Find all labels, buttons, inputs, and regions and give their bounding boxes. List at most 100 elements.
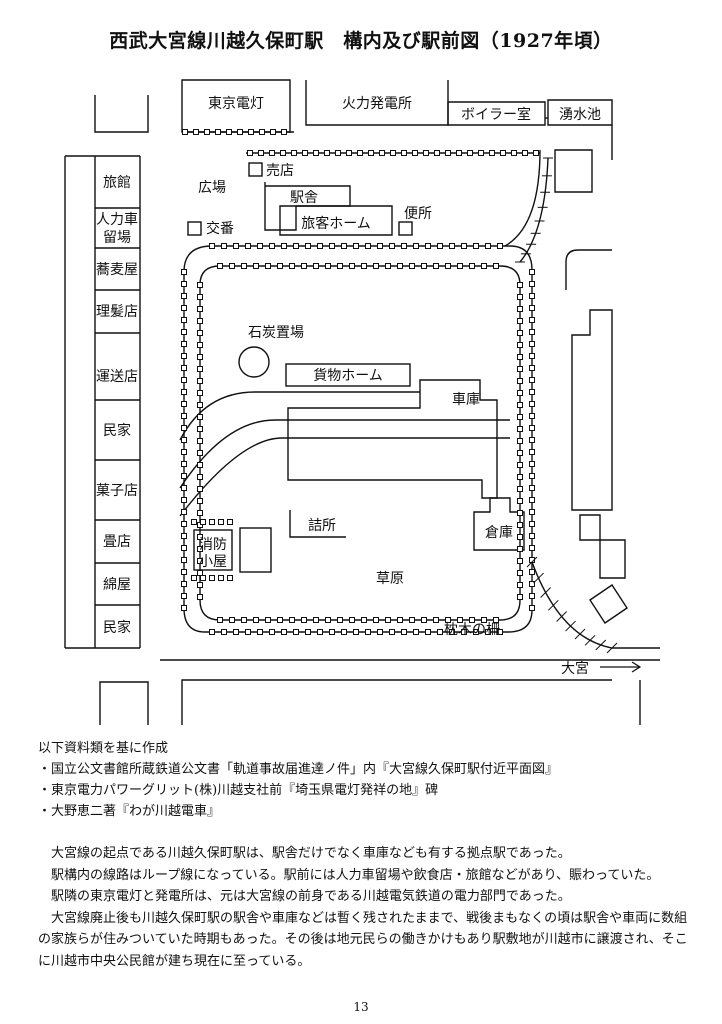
loop-track-inner — [199, 265, 521, 621]
fence-post — [301, 263, 307, 269]
track-middle — [179, 419, 510, 489]
small-building-2 — [599, 539, 626, 579]
paragraph: 駅構内の線路はループ線になっている。駅前には人力車留場や飲食店・旅館などがあり、… — [51, 867, 660, 883]
fence-post — [529, 497, 535, 503]
road-right — [565, 249, 612, 290]
fence-post — [197, 510, 203, 516]
fence-post — [257, 629, 263, 635]
fence-post — [437, 243, 443, 249]
fence-post — [478, 150, 484, 156]
label-ekisha: 駅舎 — [290, 190, 318, 206]
shop-label: 民家 — [103, 422, 131, 439]
lower-road-bottom — [181, 679, 641, 725]
fence-post — [270, 129, 276, 135]
fence-post — [341, 243, 347, 249]
curve-to-station — [504, 149, 541, 247]
fence-post — [401, 629, 407, 635]
fence-post — [291, 150, 297, 156]
fence-post — [421, 263, 427, 269]
label-soko: 倉庫 — [485, 524, 513, 541]
fence-post — [289, 617, 295, 623]
fence-post — [517, 534, 523, 540]
label-baiten: 売店 — [266, 163, 294, 179]
fence-post — [181, 305, 187, 311]
label-yusui: 湧水池 — [559, 107, 601, 123]
fence-post — [529, 509, 535, 515]
fence-post — [445, 617, 451, 623]
fence-post — [233, 629, 239, 635]
fence-post — [397, 263, 403, 269]
fence-post — [529, 521, 535, 527]
paragraph: 大宮線廃止後も川越久保町駅の駅舎や車庫などは暫く残されたままで、戦後まもなくの頃… — [38, 910, 688, 969]
fence-post — [500, 150, 506, 156]
shed-next-to-shobo — [239, 527, 272, 573]
fence-post — [181, 293, 187, 299]
fence-post — [181, 389, 187, 395]
fence-post — [529, 305, 535, 311]
fence-post — [517, 510, 523, 516]
fence-post — [517, 546, 523, 552]
label-hiroba: 広場 — [198, 180, 226, 196]
fence-post — [197, 486, 203, 492]
boiler-building — [447, 101, 546, 126]
fence-post — [517, 330, 523, 336]
fence-post — [511, 150, 517, 156]
fence-post — [237, 129, 243, 135]
ryokaku-home — [279, 205, 393, 236]
fence-post — [433, 263, 439, 269]
fence-post — [209, 629, 215, 635]
fence-post — [529, 341, 535, 347]
koban-box — [187, 221, 202, 236]
label-tsumesho: 詰所 — [308, 518, 336, 534]
fence-post — [197, 570, 203, 576]
fence-post — [517, 282, 523, 288]
label-kamotsu-home: 貨物ホーム — [313, 367, 383, 384]
fence-post — [181, 509, 187, 515]
fence-post — [481, 617, 487, 623]
fence-post — [397, 617, 403, 623]
fence-post — [248, 129, 254, 135]
fence-post — [346, 150, 352, 156]
label-koban: 交番 — [206, 220, 234, 237]
fence-post — [253, 263, 259, 269]
fence-post — [517, 558, 523, 564]
fence-post — [517, 306, 523, 312]
fence-post — [434, 150, 440, 156]
fence-post — [218, 519, 224, 525]
rail-tie — [584, 634, 596, 646]
fence-post — [281, 243, 287, 249]
label-sohara: 草原 — [376, 571, 404, 587]
fence-post — [529, 593, 535, 599]
fence-post — [529, 461, 535, 467]
fence-post — [341, 629, 347, 635]
fence-post — [280, 150, 286, 156]
fence-post — [197, 330, 203, 336]
fence-post — [197, 366, 203, 372]
fence-post — [218, 575, 224, 581]
fence-post — [193, 129, 199, 135]
paragraph: 駅隣の東京電灯と発電所は、元は大宮線の前身である川越電気鉄道の電力部門であった。 — [51, 889, 571, 904]
fence-post — [217, 263, 223, 269]
fence-post — [329, 629, 335, 635]
fence-post — [529, 353, 535, 359]
small-building-rotated — [589, 584, 628, 624]
fence-post — [197, 534, 203, 540]
fence-post — [281, 629, 287, 635]
fence-post — [335, 150, 341, 156]
fence-post — [529, 377, 535, 383]
fence-post — [293, 629, 299, 635]
fence-post — [181, 533, 187, 539]
fence-post — [529, 605, 535, 611]
fence-post — [529, 437, 535, 443]
rail-tie — [526, 556, 538, 568]
fence-post — [517, 378, 523, 384]
fence-post — [456, 150, 462, 156]
fence-post — [337, 263, 343, 269]
fence-post — [467, 150, 473, 156]
fence-post — [197, 546, 203, 552]
fence-post — [361, 617, 367, 623]
fence-post — [181, 329, 187, 335]
fence-post — [401, 243, 407, 249]
fence-post — [485, 243, 491, 249]
fence-post — [401, 150, 407, 156]
